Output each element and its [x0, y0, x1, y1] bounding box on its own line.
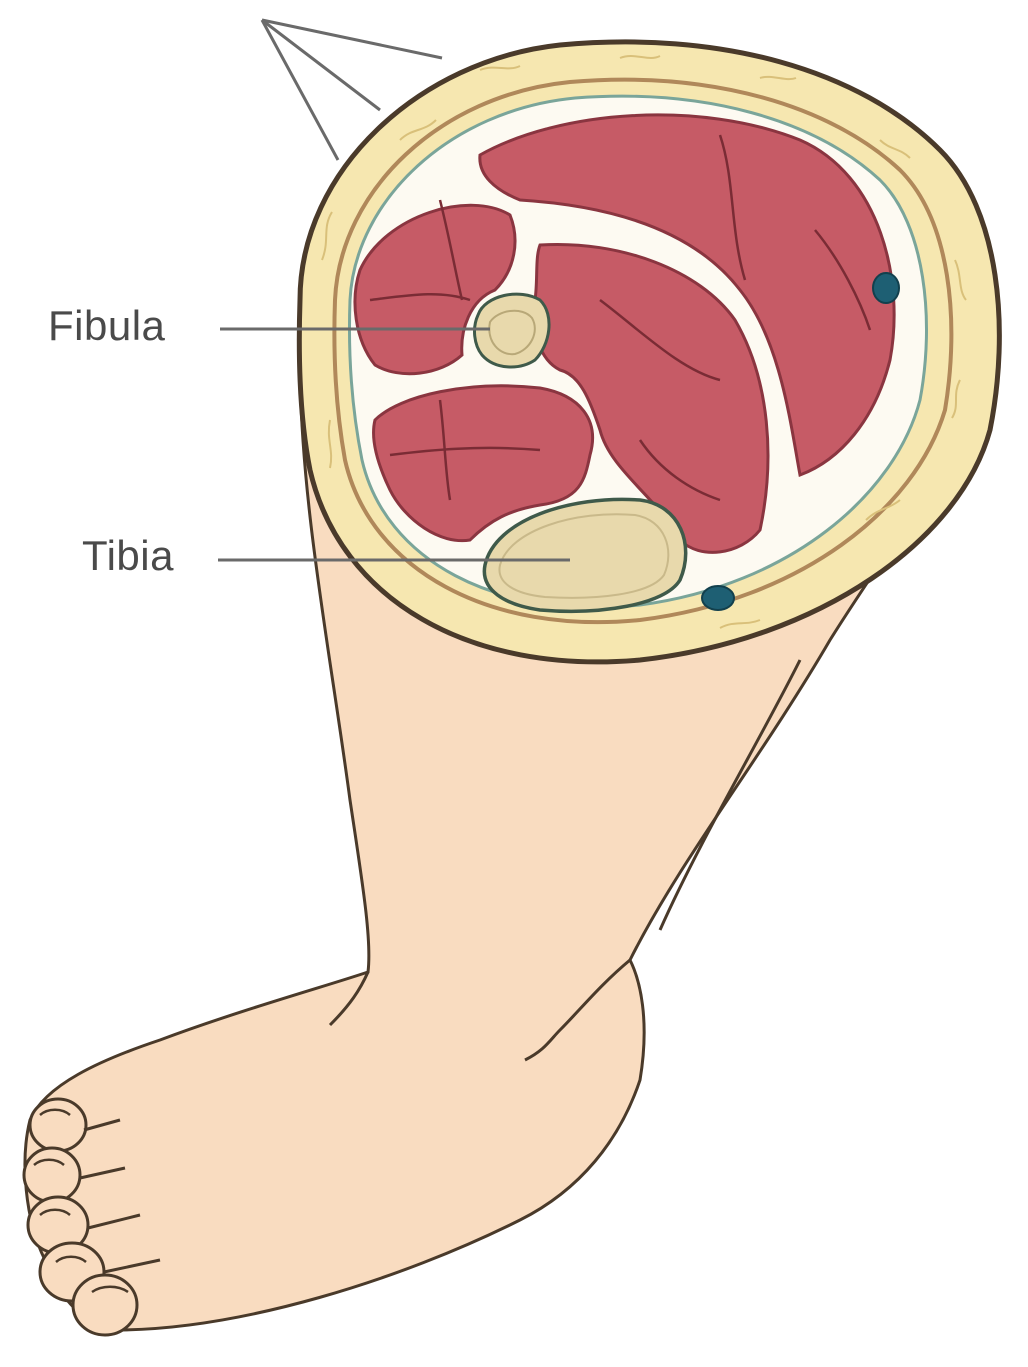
muscle-anterior — [371, 384, 595, 543]
fibula-bone — [473, 292, 551, 369]
fat-texture — [321, 55, 967, 629]
ankle-crease-right — [524, 958, 631, 1062]
muscle-posterior-large — [478, 113, 896, 478]
tibia-inner — [498, 513, 670, 599]
blood-vessel-icon — [872, 272, 900, 304]
toe-5 — [71, 1273, 139, 1337]
ankle-crease-left — [328, 971, 370, 1027]
toe-2 — [22, 1146, 82, 1204]
tibia-bone — [482, 497, 688, 613]
toe-nails — [33, 1108, 129, 1294]
shin-line — [658, 659, 802, 931]
layer-leader-lines — [260, 18, 443, 161]
blood-vessel-icon — [701, 585, 735, 611]
toe-1 — [28, 1097, 88, 1153]
toe-separators — [79, 1118, 161, 1274]
muscle-lateral — [353, 203, 517, 376]
fibula-label: Fibula — [48, 302, 166, 349]
fascia-ring — [332, 77, 954, 625]
tibia-label: Tibia — [82, 532, 174, 579]
muscle-septa — [369, 134, 872, 502]
fibula-marrow — [488, 309, 536, 356]
